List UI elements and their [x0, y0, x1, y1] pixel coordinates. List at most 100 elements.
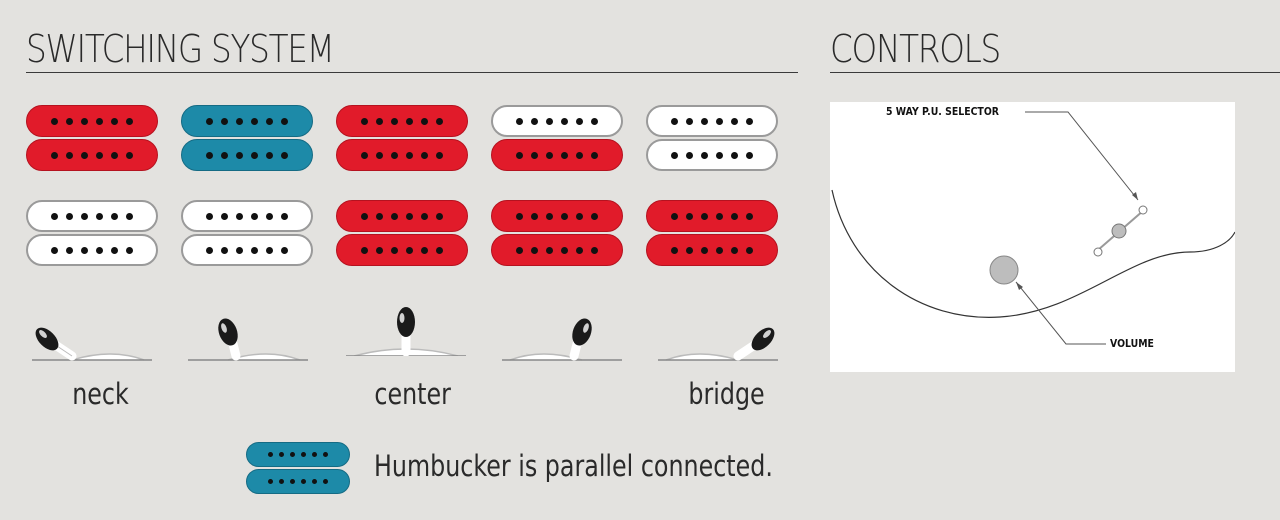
pole-piece-dot	[206, 117, 213, 125]
coil-red	[491, 139, 623, 171]
pole-piece-dot	[406, 151, 413, 159]
pole-piece-dot	[236, 246, 243, 254]
pole-piece-dot	[561, 151, 568, 159]
pole-piece-dot	[436, 151, 443, 159]
pickup-upper-center	[336, 105, 468, 171]
coil-red	[336, 105, 468, 137]
pole-piece-dot	[561, 246, 568, 254]
selector-label: 5 WAY P.U. SELECTOR	[886, 105, 999, 118]
pole-piece-dot	[576, 151, 583, 159]
legend-pickup-blue	[246, 442, 350, 494]
pole-piece-dot	[126, 151, 133, 159]
pole-piece-dot	[746, 151, 753, 159]
coil-blue	[246, 469, 350, 494]
pole-piece-dot	[731, 117, 738, 125]
pole-piece-dot	[126, 117, 133, 125]
pickup-lower-center	[336, 200, 468, 266]
pole-piece-dot	[279, 452, 284, 457]
pole-piece-dot	[591, 246, 598, 254]
pole-piece-dot	[51, 117, 58, 125]
pole-piece-dot	[436, 212, 443, 220]
guitar-body-outline	[831, 111, 1235, 345]
pole-piece-dot	[406, 212, 413, 220]
pole-piece-dot	[268, 452, 273, 457]
pole-piece-dot	[591, 117, 598, 125]
coil-white	[26, 200, 158, 232]
pole-piece-dot	[671, 117, 678, 125]
pole-piece-dot	[591, 151, 598, 159]
switch-lever-icon-4	[502, 318, 622, 361]
pole-piece-dot	[701, 117, 708, 125]
pole-piece-dot	[221, 212, 228, 220]
pole-piece-dot	[376, 117, 383, 125]
coil-blue	[181, 139, 313, 171]
coil-red	[336, 139, 468, 171]
pole-piece-dot	[81, 151, 88, 159]
coil-red	[491, 200, 623, 232]
pole-piece-dot	[221, 117, 228, 125]
pole-piece-dot	[391, 117, 398, 125]
pole-piece-dot	[361, 151, 368, 159]
pole-piece-dot	[391, 151, 398, 159]
coil-red	[491, 234, 623, 266]
pole-piece-dot	[746, 117, 753, 125]
pole-piece-dot	[436, 246, 443, 254]
coil-red	[336, 200, 468, 232]
pickup-lower-2	[181, 200, 313, 266]
pole-piece-dot	[561, 117, 568, 125]
pole-piece-dot	[686, 246, 693, 254]
pole-piece-dot	[421, 151, 428, 159]
coil-red	[646, 234, 778, 266]
pole-piece-dot	[546, 212, 553, 220]
pole-piece-dot	[111, 246, 118, 254]
pole-piece-dot	[746, 246, 753, 254]
pole-piece-dot	[206, 246, 213, 254]
pole-piece-dot	[421, 246, 428, 254]
pole-piece-dot	[236, 117, 243, 125]
pole-piece-dot	[361, 246, 368, 254]
pole-piece-dot	[516, 117, 523, 125]
pole-piece-dot	[251, 151, 258, 159]
pole-piece-dot	[66, 117, 73, 125]
pole-piece-dot	[376, 151, 383, 159]
pole-piece-dot	[266, 117, 273, 125]
pole-piece-dot	[281, 151, 288, 159]
pole-piece-dot	[51, 212, 58, 220]
pickup-upper-neck	[26, 105, 158, 171]
pole-piece-dot	[266, 151, 273, 159]
coil-red	[336, 234, 468, 266]
pole-piece-dot	[323, 479, 328, 484]
coil-white	[181, 200, 313, 232]
coil-white	[491, 105, 623, 137]
pole-piece-dot	[376, 212, 383, 220]
pole-piece-dot	[671, 151, 678, 159]
pole-piece-dot	[716, 246, 723, 254]
switch-lever-icon-5	[658, 327, 778, 361]
pole-piece-dot	[686, 212, 693, 220]
pole-piece-dot	[686, 151, 693, 159]
pickup-upper-2	[181, 105, 313, 171]
pole-piece-dot	[546, 246, 553, 254]
coil-red	[26, 139, 158, 171]
pole-piece-dot	[391, 212, 398, 220]
pickup-upper-bridge	[646, 105, 778, 171]
pole-piece-dot	[576, 117, 583, 125]
pole-piece-dot	[391, 246, 398, 254]
pole-piece-dot	[236, 151, 243, 159]
pole-piece-dot	[516, 246, 523, 254]
pole-piece-dot	[716, 117, 723, 125]
pole-piece-dot	[361, 212, 368, 220]
pole-piece-dot	[361, 117, 368, 125]
pickup-upper-4	[491, 105, 623, 171]
pole-piece-dot	[268, 479, 273, 484]
pole-piece-dot	[576, 212, 583, 220]
pole-piece-dot	[126, 246, 133, 254]
pole-piece-dot	[66, 151, 73, 159]
pole-piece-dot	[301, 452, 306, 457]
pole-piece-dot	[281, 117, 288, 125]
pole-piece-dot	[591, 212, 598, 220]
position-label-neck: neck	[72, 377, 129, 411]
pole-piece-dot	[279, 479, 284, 484]
pole-piece-dot	[746, 212, 753, 220]
pole-piece-dot	[421, 212, 428, 220]
